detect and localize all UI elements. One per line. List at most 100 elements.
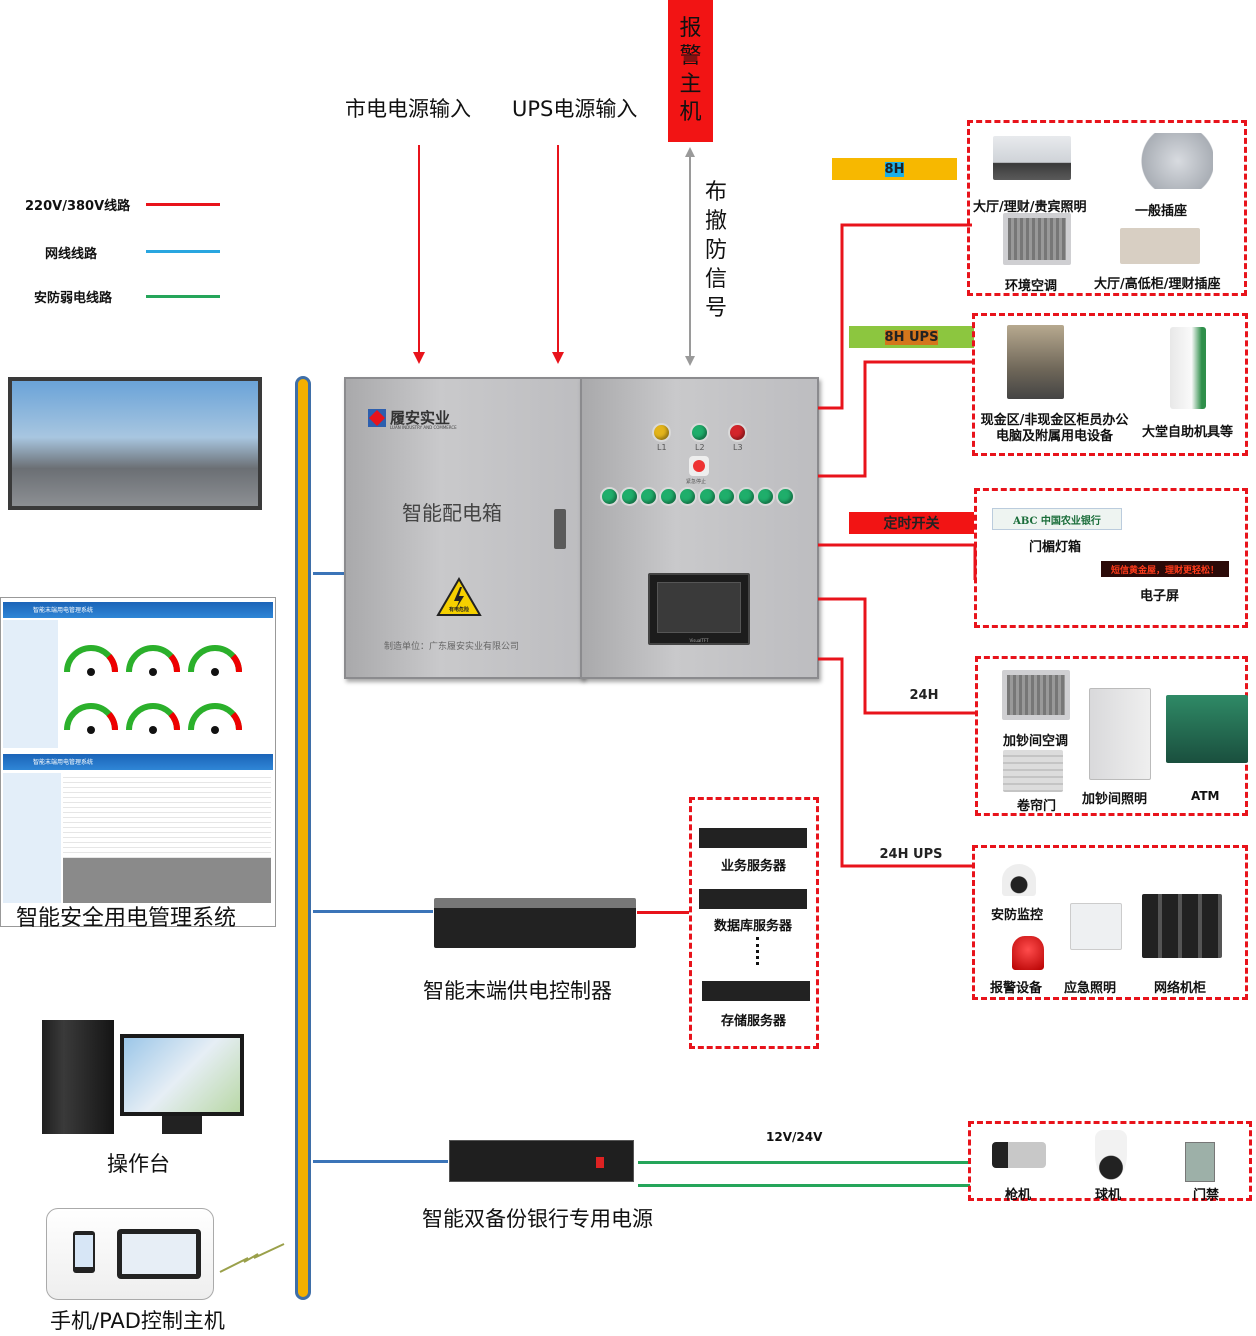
hall-lighting-image: [993, 136, 1071, 180]
brand-name: 履安实业: [390, 409, 451, 427]
power-switch[interactable]: [596, 1157, 604, 1168]
item-label: 电子屏: [1140, 589, 1180, 604]
cabinet-right-panel: L1 L2 L3 紧急停止 VisualTFT: [580, 377, 819, 679]
alarm-host-box: 报 警 主 机: [668, 0, 713, 142]
bank-power-title: 智能双备份银行专用电源: [422, 1207, 653, 1231]
server-image: [699, 828, 807, 848]
hmi-brand: VisualTFT: [689, 638, 709, 643]
bullet-camera-image: [992, 1142, 1046, 1168]
gauge: [64, 703, 119, 734]
mobile-label: 手机/PAD控制主机: [50, 1309, 225, 1333]
alarm-host-char: 机: [679, 100, 702, 125]
alarm-host-char: 主: [679, 72, 702, 97]
branch-tag-8h-ups: 8H UPS: [849, 326, 974, 348]
mobile-pad-box: [46, 1208, 214, 1300]
emergency-stop-button[interactable]: [689, 456, 709, 476]
branch-tag-timer: 定时开关: [849, 512, 974, 534]
device-label: 枪机: [1005, 1188, 1032, 1203]
item-label: 大厅/理财/贵宾照明: [973, 200, 1087, 215]
data-table-empty: [63, 858, 271, 903]
system-title: 智能安全用电管理系统: [16, 906, 237, 931]
warning-text: 有电危险: [449, 607, 470, 613]
wireless-link-icon: [219, 1243, 285, 1273]
server-image: [702, 981, 810, 1001]
bus-link-bank-power: [313, 1160, 448, 1163]
bank-power-supply-image: [449, 1140, 634, 1182]
circuit-lamp: [680, 489, 695, 504]
door-lock-handle[interactable]: [554, 509, 566, 549]
circuit-lamp: [660, 489, 676, 504]
atm-image: [1166, 695, 1248, 763]
arm-signal-label: 布 撤 防 信 号: [704, 178, 728, 323]
item-label: 加钞间空调: [1003, 734, 1069, 749]
app-sidebar-2: [3, 773, 61, 903]
circuit-lamp: [641, 489, 656, 504]
phase-label-l2: L2: [695, 443, 705, 452]
item-label: 现金区/非现金区柜员办公电脑及附属用电设备: [980, 413, 1129, 444]
monitor-stand: [162, 1116, 202, 1134]
legend-label-power: 220V/380V线路: [25, 199, 131, 214]
branch-box-24h-ups: [972, 845, 1248, 1000]
server-image: [699, 889, 807, 909]
mains-arrowhead: [413, 352, 425, 364]
network-cabinet-image: [1142, 894, 1222, 958]
item-label: 网络机柜: [1154, 981, 1207, 996]
item-label: 一般插座: [1135, 204, 1188, 219]
hmi-touchscreen[interactable]: VisualTFT: [648, 573, 750, 645]
arm-signal-char: 防: [704, 238, 727, 263]
data-table: [63, 773, 271, 858]
stop-button-label: 紧急停止: [686, 479, 707, 485]
item-label: 卷帘门: [1017, 799, 1057, 814]
server-label: 数据库服务器: [714, 919, 793, 934]
circuit-lamp: [602, 489, 617, 504]
alarm-siren-image: [1012, 936, 1044, 970]
circuit-lamp: [699, 489, 715, 504]
ups-input-label: UPS电源输入: [512, 97, 638, 121]
alarm-host-char: 警: [679, 44, 702, 69]
legend-line-network: [146, 250, 220, 253]
app-header-bar-2: 智能末端用电管理系统: [3, 754, 273, 770]
emergency-light-image: [1070, 903, 1122, 950]
item-label: ATM: [1191, 789, 1220, 803]
item-label: 报警设备: [990, 981, 1043, 996]
circuit-lamp: [719, 489, 734, 504]
phone-image: [73, 1231, 95, 1273]
video-wall-image: [8, 377, 262, 510]
security-device-box: [968, 1121, 1252, 1201]
management-system-screenshot: 智能末端用电管理系统 智能末端用电管理系统 智能安全用电管理系统: [0, 597, 276, 931]
brand-logo-icon: [368, 409, 386, 427]
phase-label-l1: L1: [657, 443, 667, 452]
cash-room-door-image: [1089, 688, 1151, 780]
bank-sign-box: ABC 中国农业银行: [992, 508, 1122, 530]
voltage-label: 12V/24V: [766, 1130, 823, 1144]
tablet-image: [117, 1229, 201, 1279]
arm-signal-char: 布: [704, 180, 727, 205]
arm-signal-char: 信: [704, 267, 727, 292]
bank-sign-text: ABC 中国农业银行: [1013, 515, 1101, 527]
security-line-1: [638, 1161, 970, 1164]
dome-ptz-camera-image: [1095, 1130, 1127, 1180]
network-bus: [295, 376, 311, 1300]
branch-line-8h-ups: [818, 360, 972, 478]
gauge-grid: [61, 638, 271, 748]
more-servers-ellipsis: [756, 937, 762, 965]
phase-lamp-l3: [730, 425, 745, 440]
app-sidebar: [3, 620, 58, 748]
branch-line-24h: [818, 597, 975, 715]
arm-signal-char: 号: [704, 296, 727, 321]
branch-tag-label: 24H: [909, 687, 939, 703]
legend-line-power: [146, 203, 220, 206]
item-label: 安防监控: [991, 908, 1044, 923]
item-label: 加钞间照明: [1082, 792, 1148, 807]
air-conditioner-image: [1003, 213, 1071, 265]
cabinet-title: 智能配电箱: [402, 501, 502, 525]
ups-arrowhead: [552, 352, 564, 364]
access-control-image: [1185, 1142, 1215, 1182]
branch-tag-label: 24H UPS: [879, 846, 943, 862]
item-label: 大厅/高低柜/理财插座: [1094, 277, 1221, 292]
server-label: 业务服务器: [721, 859, 787, 874]
branch-tag-24h: 24H: [880, 684, 968, 706]
power-socket-image: [1120, 228, 1200, 264]
controller-title: 智能末端供电控制器: [423, 979, 612, 1003]
alarm-host-char: 报: [679, 16, 702, 41]
